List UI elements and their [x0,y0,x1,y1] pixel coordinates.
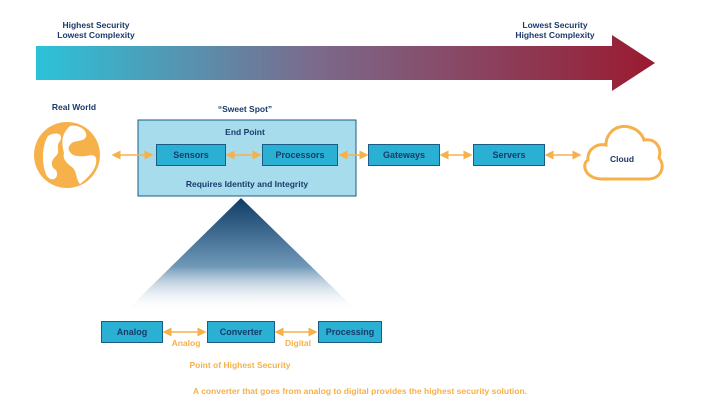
identity-integrity-label: Requires Identity and Integrity [185,179,309,189]
digital-link-label: Digital [285,338,311,348]
analog-link-label: Analog [171,338,201,348]
analog-node: Analog [101,321,163,343]
processing-node: Processing [318,321,382,343]
right-label-line2: Highest Complexity [515,30,595,40]
globe-icon [34,122,100,188]
arrow-left-label: Highest Security Lowest Complexity [48,20,144,40]
sensors-node: Sensors [156,144,226,166]
cloud-label: Cloud [609,154,635,164]
left-label-line2: Lowest Complexity [57,30,135,40]
left-label-line1: Highest Security [62,20,130,30]
focus-pyramid [125,198,358,312]
processors-node: Processors [262,144,338,166]
right-label-line1: Lowest Security [522,20,588,30]
sweet-spot-title: “Sweet Spot” [217,104,273,114]
servers-node: Servers [473,144,545,166]
end-point-label: End Point [225,127,265,137]
security-gradient-arrow [36,35,655,91]
gateways-node: Gateways [368,144,440,166]
caption: A converter that goes from analog to dig… [192,386,528,396]
point-of-highest-security-label: Point of Highest Security [189,360,291,370]
converter-node: Converter [207,321,275,343]
real-world-label: Real World [51,102,97,112]
arrow-right-label: Lowest Security Highest Complexity [500,20,610,40]
cloud-icon [583,124,664,181]
